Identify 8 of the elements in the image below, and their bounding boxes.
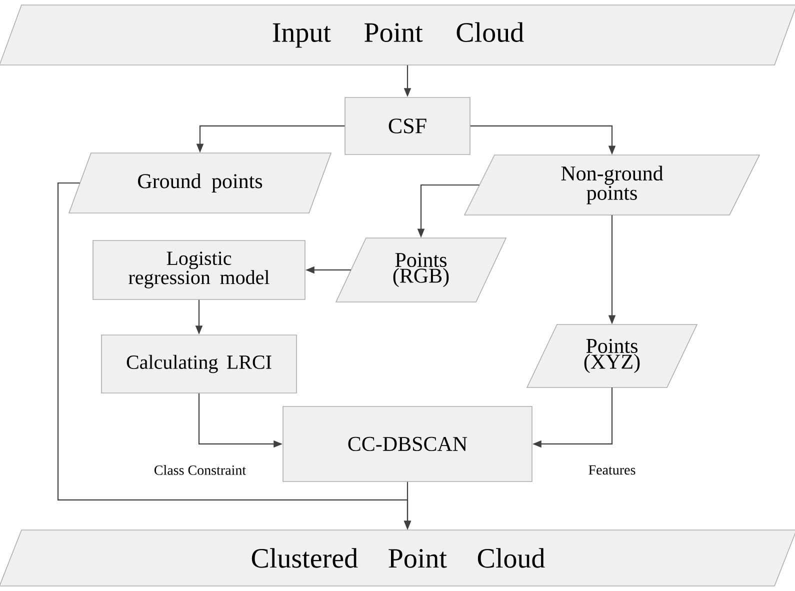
data-parallelogram: Input Point Cloud	[0, 4, 795, 66]
process-box: CSF	[344, 97, 470, 155]
process-box: Calculating LRCI	[101, 334, 297, 394]
edge-label: Class Constraint	[152, 464, 248, 476]
process-box: Logistic regression model	[92, 240, 306, 300]
process-box: CC-DBSCAN	[282, 406, 532, 482]
edge-label: Features	[587, 464, 637, 476]
data-parallelogram: Clustered Point Cloud	[0, 530, 795, 586]
